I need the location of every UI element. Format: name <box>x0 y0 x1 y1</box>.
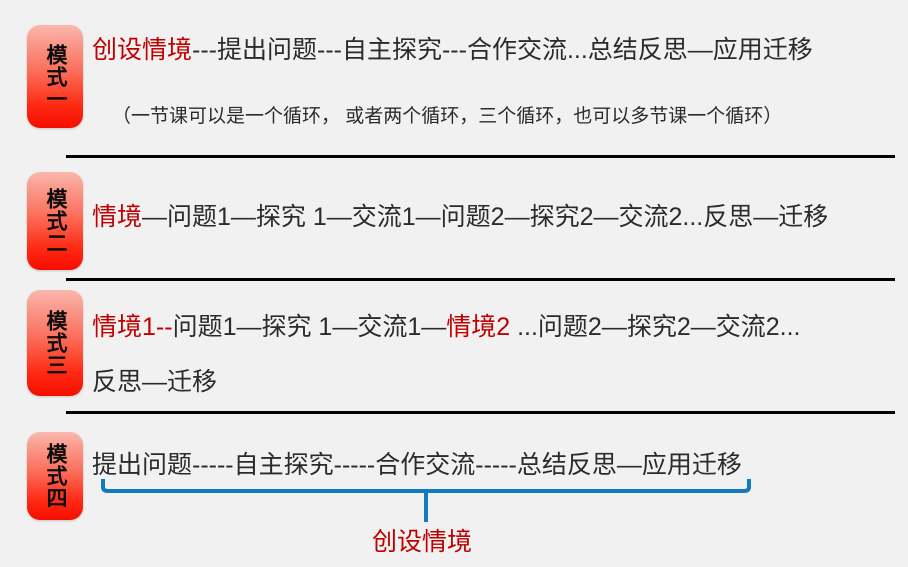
mode-badge-4: 模式四 <box>27 432 83 520</box>
mode-2-flow-text: 情境—问题1—探究 1—交流1—问题2—探究2—交流2...反思—迁移 <box>92 197 828 233</box>
mode-3-flow-highlight-2: 情境2 <box>446 313 511 341</box>
mode-3-flow-highlight-1: 情境1-- <box>92 313 173 341</box>
mode-3-flow-text-line-2: 反思—迁移 <box>92 368 218 396</box>
mode-4-flow-text: 提出问题-----自主探究-----合作交流-----总结反思—应用迁移 <box>92 445 742 481</box>
mode-1-flow-text: 创设情境---提出问题---自主探究---合作交流...总结反思—应用迁移 <box>92 30 813 66</box>
mode-2-flow-highlight: 情境 <box>92 203 143 231</box>
mode-1-flow-rest: ---提出问题---自主探究---合作交流...总结反思—应用迁移 <box>192 36 813 64</box>
divider-line-2 <box>66 278 895 281</box>
mode-badge-1-label: 模式一 <box>44 43 68 110</box>
mode-badge-2: 模式二 <box>27 172 83 270</box>
mode-1-note: （一节课可以是一个循环， 或者两个循环，三个循环，也可以多节课一个循环） <box>112 106 783 127</box>
blue-bracket-label: 创设情境 <box>372 528 473 556</box>
mode-badge-1: 模式一 <box>27 25 83 128</box>
mode-3-flow-text-line-1: 情境1--问题1—探究 1—交流1—情境2 ...问题2—探究2—交流2... <box>92 307 800 343</box>
mode-badge-3-label: 模式三 <box>44 310 68 376</box>
divider-line-3 <box>66 411 895 414</box>
mode-2-flow-rest: —问题1—探究 1—交流1—问题2—探究2—交流2...反思—迁移 <box>142 203 829 231</box>
mode-3-flow-mid-2: ...问题2—探究2—交流2... <box>510 313 801 341</box>
mode-badge-3: 模式三 <box>27 290 83 396</box>
blue-bracket <box>101 479 751 522</box>
mode-badge-2-label: 模式二 <box>44 188 68 254</box>
mode-badge-4-label: 模式四 <box>44 443 68 509</box>
mode-3-flow-mid-1: 问题1—探究 1—交流1— <box>172 313 447 341</box>
mode-4-flow-rest: 提出问题-----自主探究-----合作交流-----总结反思—应用迁移 <box>92 451 742 479</box>
divider-line-1 <box>66 155 895 158</box>
mode-1-flow-highlight: 创设情境 <box>92 36 193 64</box>
